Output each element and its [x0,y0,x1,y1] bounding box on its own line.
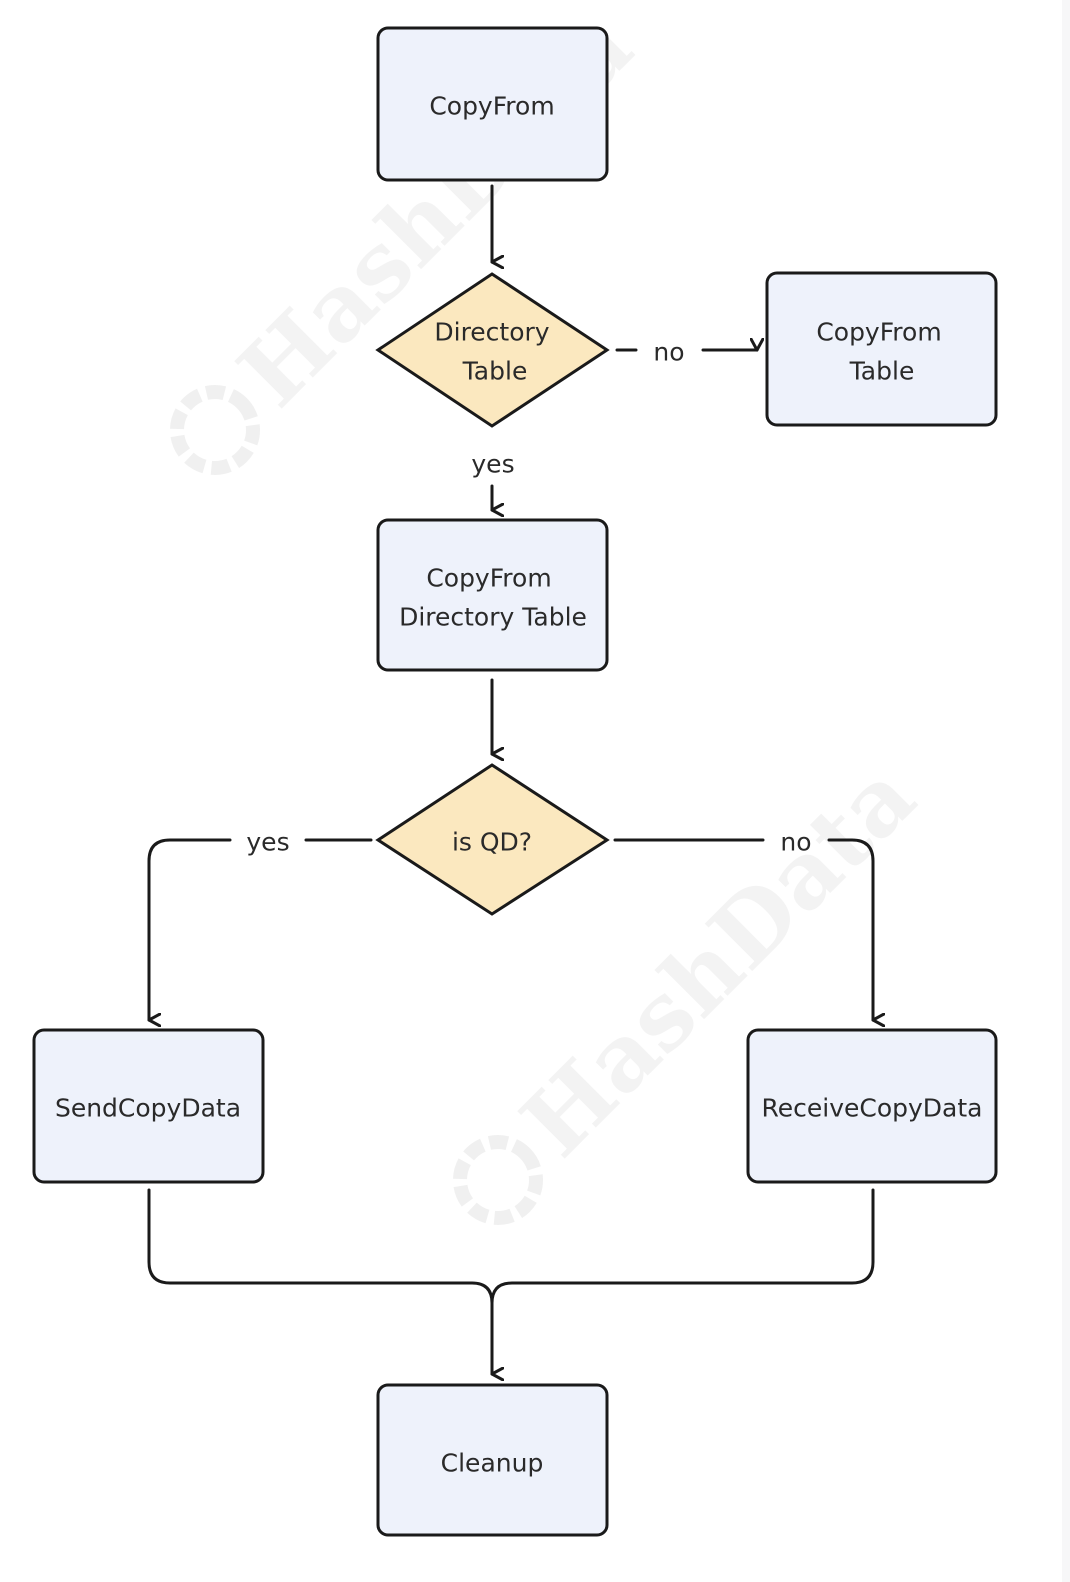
edge-label-directory-no: no [653,338,684,367]
node-copyfrom-table[interactable]: CopyFrom Table [765,271,998,427]
node-label-line: CopyFrom [429,92,554,121]
watermark-logo-icon [170,385,260,475]
node-label-line: Cleanup [441,1449,544,1478]
node-receive-copy-data[interactable]: ReceiveCopyData [746,1028,998,1184]
edge-label-directory-yes: yes [471,450,514,479]
node-label-line: Directory [434,318,549,347]
page-edge-strip [1062,0,1070,1582]
node-copyfrom-directory-table[interactable]: CopyFrom Directory Table [376,518,609,672]
edge-send-to-cleanup [147,1188,492,1374]
edge-isqd-no-to-receive [827,838,873,1020]
edge-receive-to-cleanup [490,1188,875,1305]
node-label-line: ReceiveCopyData [762,1094,983,1123]
edge-label-qd-yes: yes [246,828,289,857]
edge-isqd-yes-to-send [147,838,232,1020]
node-label-line: CopyFrom [426,564,551,593]
node-copyfrom[interactable]: CopyFrom [376,26,609,182]
node-send-copy-data[interactable]: SendCopyData [32,1028,265,1184]
node-label-line: SendCopyData [55,1094,241,1123]
edge-label-qd-no: no [780,828,811,857]
node-label-line: is QD? [452,828,532,857]
node-cleanup[interactable]: Cleanup [376,1383,609,1537]
node-label-line: Table [849,357,915,386]
node-label-line: Table [462,357,528,386]
node-directory-table-decision[interactable]: Directory Table [375,272,610,428]
node-label-line: CopyFrom [816,318,941,347]
node-is-qd-decision[interactable]: is QD? [375,763,610,916]
watermark-logo-icon [453,1135,543,1225]
node-label-line: Directory Table [399,603,587,632]
